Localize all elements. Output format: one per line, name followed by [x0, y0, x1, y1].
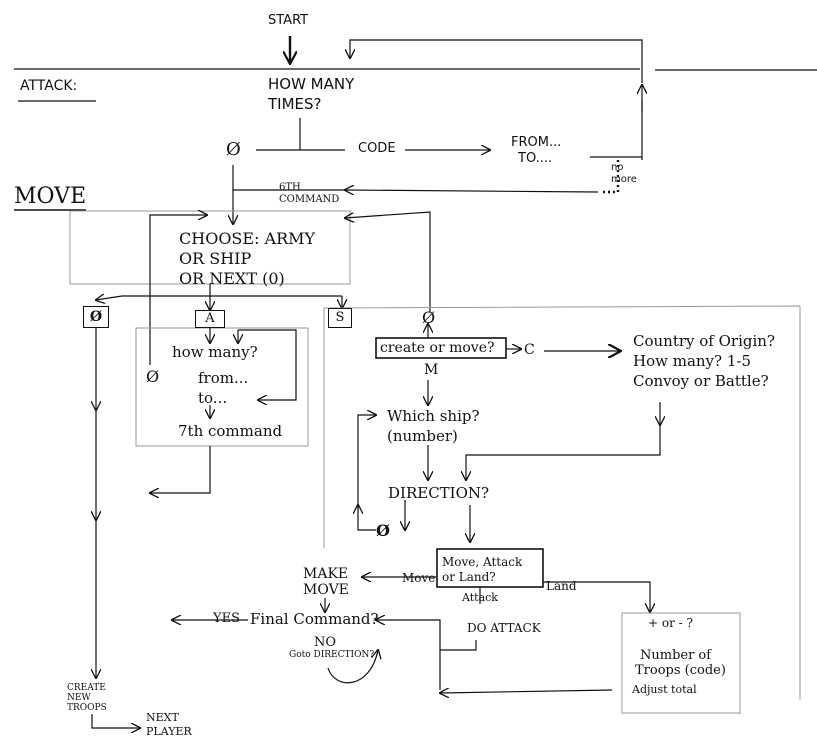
branch-to-zero: [96, 296, 123, 300]
country-line2: How many? 1-5: [633, 352, 751, 370]
no-more-back-arrow: [345, 190, 599, 192]
country-line1: Country of Origin?: [633, 332, 775, 350]
next-player-line2: PLAYER: [146, 725, 192, 738]
zero-symbol-ship: Ø: [422, 308, 436, 327]
to-army-label: to...: [198, 389, 228, 407]
move-attack-land-box: [436, 548, 544, 588]
which-ship-line1: Which ship?: [387, 407, 480, 425]
country-to-direction: [466, 425, 661, 480]
troops-box: [621, 612, 741, 714]
attack-label: ATTACK:: [20, 78, 78, 94]
ship-area-box: [323, 305, 801, 714]
which-ship-line2: (number): [387, 427, 458, 445]
next-player-line1: NEXT: [146, 711, 179, 724]
sixth-command-line1: 6TH: [279, 182, 301, 193]
make-move-line1: MAKE: [303, 566, 349, 582]
create-to-next: [91, 714, 140, 728]
zero-option-box: Ø: [83, 306, 109, 328]
ship-option-box: S: [328, 308, 352, 328]
troops-line1: Number of: [640, 648, 712, 663]
zero-symbol-army: Ø: [146, 367, 160, 386]
create-troops-line2: NEW: [67, 693, 91, 703]
c-label: C: [524, 342, 535, 358]
sixth-command-line2: COMMAND: [279, 194, 340, 205]
direction-loop-bottom: [358, 505, 376, 531]
final-command-label: Final Command?: [250, 610, 379, 628]
move-label: MOVE: [14, 184, 87, 209]
m-label: M: [424, 362, 439, 378]
how-many-times-line2: TIMES?: [268, 95, 322, 113]
no-more-line1: no: [611, 162, 624, 173]
from-label: FROM...: [511, 135, 562, 150]
army-subbox: [135, 327, 309, 447]
choose-line1: CHOOSE: ARMY: [179, 229, 316, 248]
create-troops-line1: CREATE: [67, 683, 106, 693]
plus-minus-label: + or - ?: [648, 616, 693, 630]
do-attack-to-final: [440, 640, 477, 651]
country-line3: Convoy or Battle?: [633, 372, 769, 390]
land-line: [543, 581, 650, 612]
create-or-move-label: create or move?: [380, 340, 495, 356]
choose-line2: OR SHIP: [179, 249, 252, 268]
goto-direction-label: Goto DIRECTION?: [289, 650, 375, 660]
direction-loop: [357, 415, 376, 510]
yes-label: YES: [213, 611, 240, 626]
how-many-times-line1: HOW MANY: [268, 75, 355, 93]
choose-right-loop: [345, 211, 431, 312]
loop-back-top: [350, 39, 643, 83]
no-label: NO: [314, 635, 337, 650]
attack-branch-label: Attack: [462, 591, 498, 604]
code-label: CODE: [358, 141, 396, 156]
do-attack-label: DO ATTACK: [467, 621, 541, 635]
how-many-label: how many?: [172, 343, 258, 361]
land-branch-label: Land: [546, 579, 577, 593]
army-option-box: A: [195, 310, 225, 328]
make-move-line2: MOVE: [303, 582, 349, 598]
adjust-total-label: Adjust total: [632, 683, 697, 696]
to-label: TO....: [518, 151, 553, 166]
choose-left-loop: [149, 215, 207, 365]
zero-symbol-attack: Ø: [226, 139, 241, 160]
troops-to-bottom: [440, 690, 613, 693]
seventh-down: [150, 446, 211, 493]
direction-label: DIRECTION?: [388, 484, 490, 502]
how-many-loop: [238, 329, 297, 400]
choose-line3: OR NEXT (0): [179, 269, 285, 288]
move-attack-land-line2: or Land?: [442, 570, 496, 584]
from-army-label: from...: [198, 369, 249, 387]
move-branch-label: Move: [402, 571, 436, 585]
create-or-move-box: [375, 337, 507, 359]
create-troops-line3: TROOPS: [67, 703, 107, 713]
no-more-dots: [600, 160, 620, 194]
troops-line2: Troops (code): [635, 663, 726, 678]
start-label: START: [268, 13, 309, 28]
seventh-command-label: 7th command: [178, 422, 283, 440]
move-attack-land-line1: Move, Attack: [442, 555, 523, 569]
no-more-line2: more: [611, 174, 637, 185]
final-from-right: [376, 620, 441, 690]
no-curve-arrow: [327, 650, 378, 684]
zero-symbol-direction: Ø: [376, 521, 390, 540]
